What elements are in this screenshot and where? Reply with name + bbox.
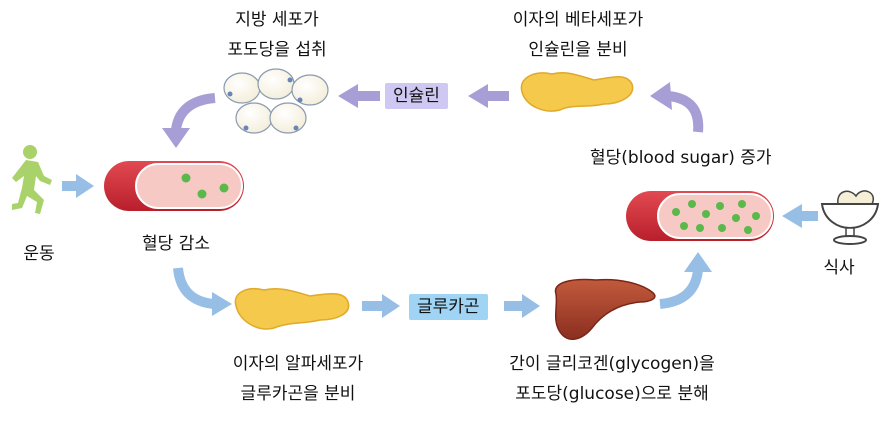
arrow-exercise [62, 174, 94, 198]
arrow-liver-to-vessel [659, 252, 712, 309]
arrow-fat-to-vessel [162, 93, 216, 148]
blood-sugar-up-label: 혈당(blood sugar) 증가 [590, 148, 772, 168]
glucagon-label: 글루카곤 [409, 294, 488, 320]
insulin-label: 인슐린 [385, 83, 448, 109]
blood-sugar-down-label: 혈당 감소 [142, 234, 210, 254]
arrow-vessel-to-alpha [173, 267, 232, 316]
arrow-to-beta-cells [650, 82, 704, 133]
beta-cell-caption-line1: 이자의 베타세포가 [512, 10, 644, 30]
alpha-cell-caption-line1: 이자의 알파세포가 [232, 354, 364, 374]
exercise-label: 운동 [23, 244, 55, 264]
arrow-insulin-to-fat [338, 84, 380, 108]
pancreas-icon-top [520, 71, 634, 112]
blood-vessel-low [104, 161, 244, 211]
alpha-cell-caption-line2: 글루카곤을 분비 [240, 384, 356, 404]
fat-cells-icon [223, 68, 329, 134]
liver-icon [554, 278, 656, 340]
arrow-beta-to-insulin [468, 84, 509, 108]
arrow-alpha-to-glucagon [362, 294, 400, 318]
meal-label: 식사 [823, 258, 855, 278]
liver-caption-line1: 간이 글리코겐(glycogen)을 [509, 354, 715, 374]
fat-cell-caption-line1: 지방 세포가 [235, 10, 319, 30]
arrow-meal [782, 204, 818, 228]
blood-vessel-high [626, 191, 774, 241]
liver-caption-line2: 포도당(glucose)으로 분해 [515, 384, 709, 404]
beta-cell-caption-line2: 인슐린을 분비 [528, 40, 628, 60]
arrow-glucagon-to-liver [504, 294, 540, 318]
fat-cell-caption-line2: 포도당을 섭취 [227, 40, 327, 60]
running-person-icon [12, 145, 52, 214]
pancreas-icon-bottom [234, 287, 350, 330]
ice-cream-bowl-icon [820, 190, 880, 245]
